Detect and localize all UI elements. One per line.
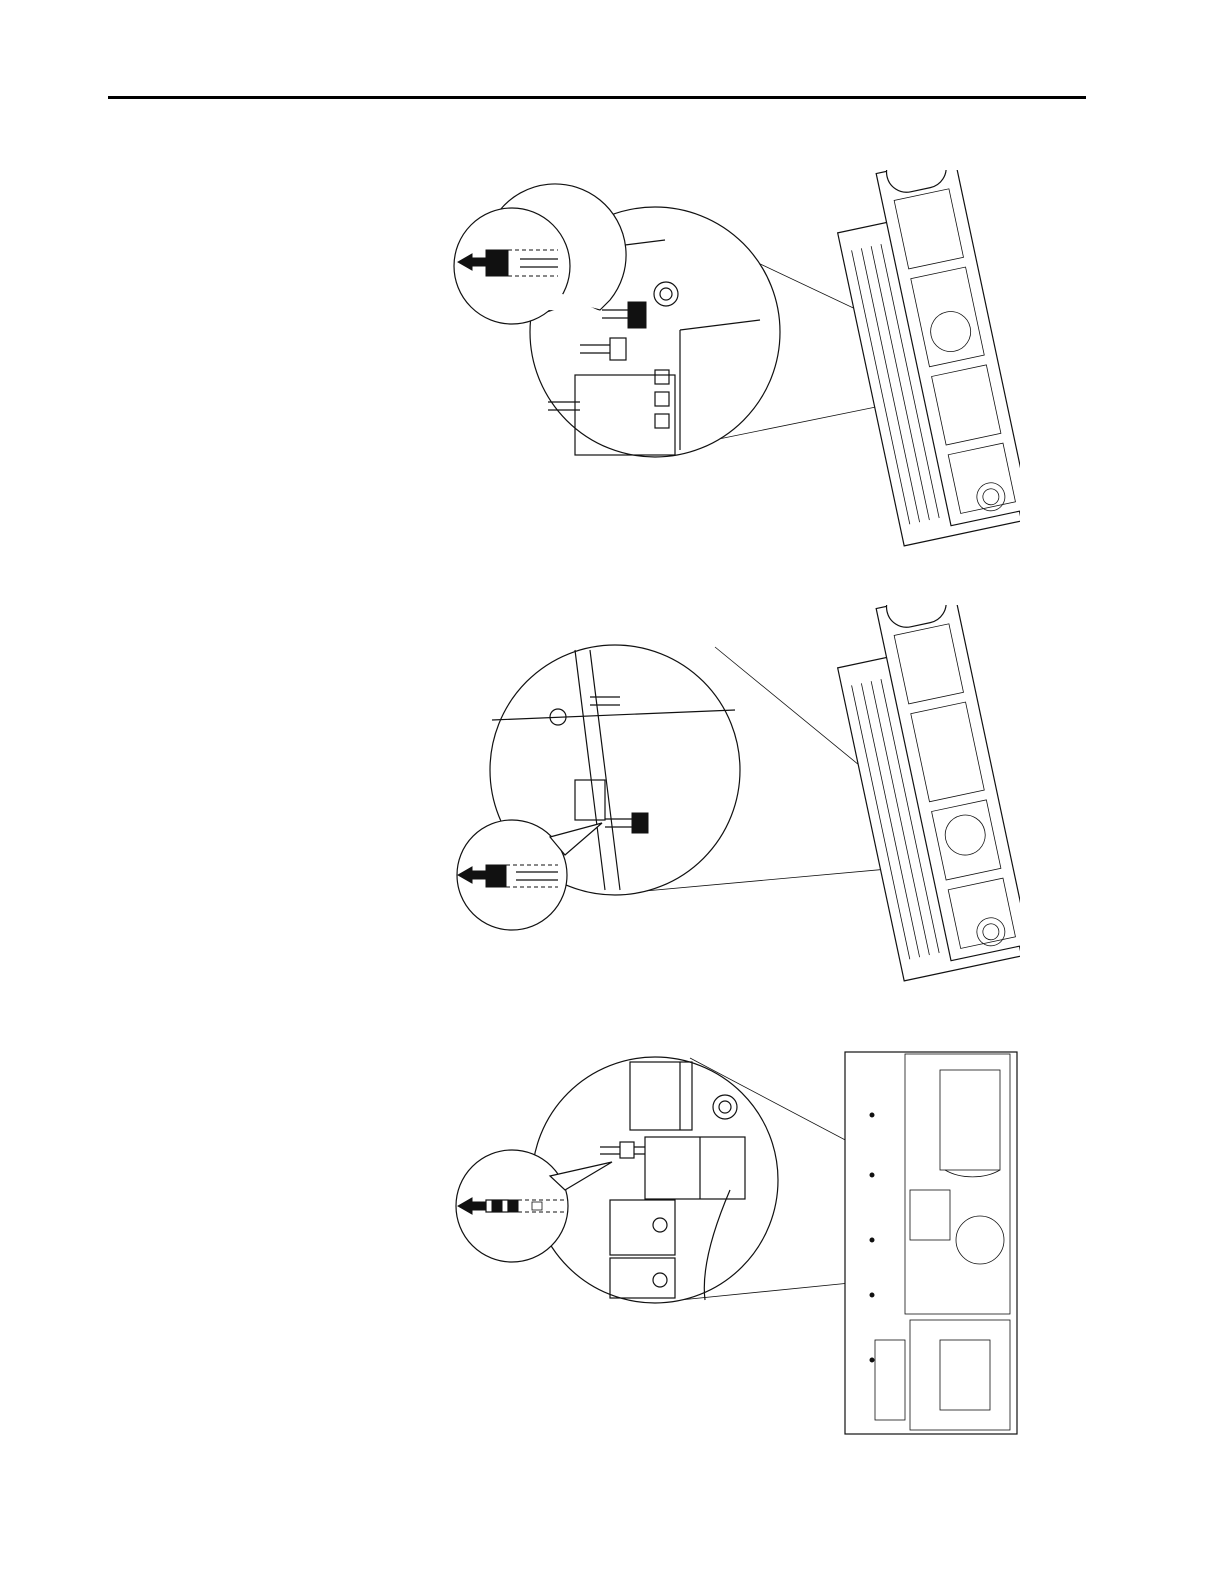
drive-jumper-figure-2	[440, 605, 1020, 995]
drive-jumper-figure-1	[440, 170, 1020, 560]
drive-assembly-icon	[440, 170, 1020, 560]
drive-jumper-figure-3	[440, 1040, 1030, 1440]
drive-assembly-icon	[440, 605, 1020, 995]
header-rule	[108, 96, 1086, 99]
drive-assembly-icon	[440, 1040, 1030, 1440]
